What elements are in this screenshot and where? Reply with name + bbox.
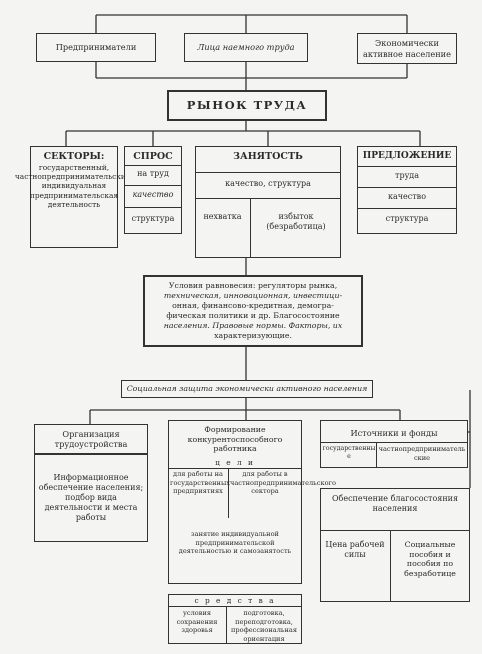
means-label: с р е д с т в а [194,596,276,605]
org-text-box: Информационное обеспечение населения; по… [34,454,148,542]
sectors-title: СЕКТОРЫ: [43,151,105,162]
supply-divider [357,208,457,209]
formation-box [168,420,302,584]
supply-title: ПРЕДЛОЖЕНИЕ [362,151,452,161]
welfare-price: Цена рабочей силы [325,540,385,559]
equilibrium-line-5: населения. Правовые нормы. Факторы, их [163,321,343,331]
sectors-text: государственный, частнопредпринимательск… [14,162,134,209]
equilibrium-line-6: характеризующие. [214,331,292,341]
employment-split [250,198,251,258]
demand-divider [124,207,182,208]
demand-box [124,146,182,234]
social-protection-box: Социальная защита экономически активного… [121,380,373,398]
active-population-label: Экономически активное население [362,38,451,59]
formation-title: Формирование конкурентоспособного работн… [187,425,283,454]
employment-divider [195,172,341,173]
equilibrium-box: Условия равновесия: регуляторы рынка, те… [143,275,363,347]
sources-split [376,442,377,468]
goals-divider [168,468,302,469]
sources-box [320,420,468,468]
demand-row-1: на труд [137,169,169,178]
means-box [168,594,302,644]
org-title-box: Организация трудоустройства [34,424,148,454]
org-title: Организация трудоустройства [54,428,128,449]
supply-divider [357,187,457,188]
welfare-benefits: Социальные пособия и пособия по безработ… [404,540,456,579]
welfare-box [320,488,470,602]
means-split [226,606,227,644]
active-population-box: Экономически активное население [357,33,457,64]
goal-private: для работы в частнопредпринимательского … [230,470,336,496]
sectors-box: СЕКТОРЫ: государственный, частнопредприн… [15,146,133,248]
employees-box: Лица наемного труда [184,33,308,62]
employment-shortage: нехватка [203,212,242,221]
employment-divider [195,198,341,199]
employment-surplus: избыток (безработица) [266,212,326,231]
equilibrium-line-4: фическая политики и др. Благосостояние [166,311,340,320]
sources-state: государственные [322,445,376,461]
org-text: Информационное обеспечение населения; по… [38,473,144,522]
entrepreneurs-box: Предприниматели [36,33,156,62]
supply-row-2: качество [387,192,427,201]
employment-box [195,146,341,258]
mean-health: условия сохранения здоровья [176,609,218,635]
sources-title: Источники и фонды [350,428,438,438]
employees-label: Лица наемного труда [197,42,295,53]
goals-label: ц е л и [215,458,255,467]
welfare-divider [320,530,470,531]
goals-split [228,468,229,518]
equilibrium-line-2: техническая, инновационная, инвестици- [163,290,343,300]
supply-divider [357,166,457,167]
equilibrium-line-3: онная, финансово-кредитная, демогра- [172,300,334,310]
labour-market-box: РЫНОК ТРУДА [167,90,327,121]
employment-quality: качество, структура [225,179,311,188]
means-divider [168,606,302,607]
mean-training: подготовка, переподготовка, профессионал… [231,609,297,643]
demand-divider [124,165,182,166]
supply-row-3: структура [385,214,429,223]
sources-private: частнопредпринимательские [378,445,466,462]
demand-title: СПРОС [133,151,173,162]
demand-row-3: структура [131,214,175,223]
goal-self-employment: занятие индивидуальной предпринимательск… [178,530,292,556]
sources-divider [320,442,468,443]
demand-row-2: качество [132,190,174,199]
labour-market-title: РЫНОК ТРУДА [186,98,308,113]
employment-title: ЗАНЯТОСТЬ [233,151,303,162]
welfare-split [390,530,391,602]
social-protection-label: Социальная защита экономически активного… [126,384,368,394]
supply-row-1: труда [395,171,419,180]
demand-divider [124,185,182,186]
welfare-title: Обеспечение благосостояния населения [331,494,459,513]
entrepreneurs-label: Предприниматели [55,42,137,53]
supply-box [357,146,457,234]
equilibrium-line-1: Условия равновесия: регуляторы рынка, [168,280,338,290]
goal-state: для работы на государственных предприяти… [170,470,230,496]
